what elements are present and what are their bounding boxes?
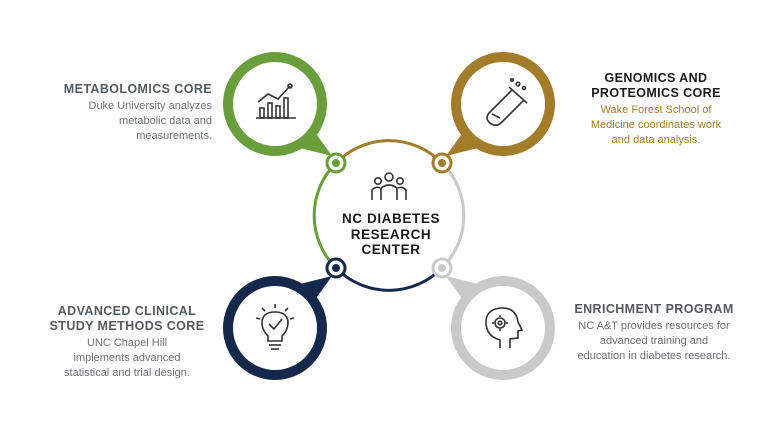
clinical-text: ADVANCED CLINICAL STUDY METHODS CORE UNC… <box>32 304 222 381</box>
clinical-title: ADVANCED CLINICAL STUDY METHODS CORE <box>32 304 222 334</box>
enrichment-desc: NC A&T provides resources for advanced t… <box>554 319 754 364</box>
ring-node-tr <box>431 152 453 174</box>
desc-line: Medicine coordinates work <box>590 119 722 131</box>
desc-line: measurements. <box>136 130 212 142</box>
ring-node-tl <box>325 152 347 174</box>
genomics-bubble <box>446 52 555 156</box>
desc-line: education in diabetes research. <box>577 350 731 362</box>
desc-line: metabolic data and <box>119 115 212 127</box>
clinical-desc: UNC Chapel Hill implements advanced stat… <box>32 336 222 381</box>
lightbulb-icon <box>255 304 295 350</box>
center-title: NC DIABETES RESEARCH CENTER <box>339 211 443 258</box>
enrichment-bubble <box>446 276 555 380</box>
desc-line: and data analysis. <box>611 134 701 146</box>
head-gear-icon <box>485 307 524 348</box>
test-tube-icon <box>486 78 528 127</box>
enrichment-title: ENRICHMENT PROGRAM <box>574 302 734 316</box>
metabolomics-title: METABOLOMICS CORE <box>63 82 212 96</box>
desc-line: NC A&T provides resources for <box>578 320 730 332</box>
genomics-title: GENOMICS AND PROTEOMICS CORE <box>566 71 746 101</box>
desc-line: UNC Chapel Hill <box>86 337 168 349</box>
desc-line: statistical and trial design. <box>64 367 190 379</box>
center-ring <box>312 139 466 292</box>
genomics-desc: Wake Forest School of Medicine coordinat… <box>566 103 746 148</box>
metabolomics-desc: Duke University analyzes metabolic data … <box>40 99 213 144</box>
center-title-line: NC DIABETES <box>341 211 441 226</box>
ring-arc-left <box>312 161 338 270</box>
line-chart-icon <box>256 83 296 119</box>
desc-line: Wake Forest School of <box>600 104 712 116</box>
genomics-text: GENOMICS AND PROTEOMICS CORE Wake Forest… <box>566 71 746 148</box>
ring-node-br <box>431 257 453 279</box>
metabolomics-text: METABOLOMICS CORE Duke University analyz… <box>40 82 212 144</box>
center-title-line: RESEARCH <box>350 226 432 242</box>
title-line: STUDY METHODS CORE <box>49 319 205 333</box>
title-line: ADVANCED CLINICAL <box>57 304 197 318</box>
ring-arc-right <box>440 161 466 270</box>
clinical-bubble <box>223 276 332 380</box>
title-line: GENOMICS AND <box>604 71 708 85</box>
ring-node-bl <box>325 257 347 279</box>
title-line: PROTEOMICS CORE <box>591 86 721 100</box>
people-group-icon <box>371 172 407 200</box>
center-title-line: CENTER <box>361 242 421 257</box>
ring-arc-bottom <box>334 266 444 292</box>
desc-line: Duke University analyzes <box>88 100 213 112</box>
enrichment-text: ENRICHMENT PROGRAM NC A&T provides resou… <box>554 302 754 364</box>
desc-line: implements advanced <box>73 352 181 364</box>
desc-line: advanced training and <box>599 335 709 347</box>
ring-arc-top <box>334 139 444 165</box>
metabolomics-bubble <box>223 52 332 156</box>
